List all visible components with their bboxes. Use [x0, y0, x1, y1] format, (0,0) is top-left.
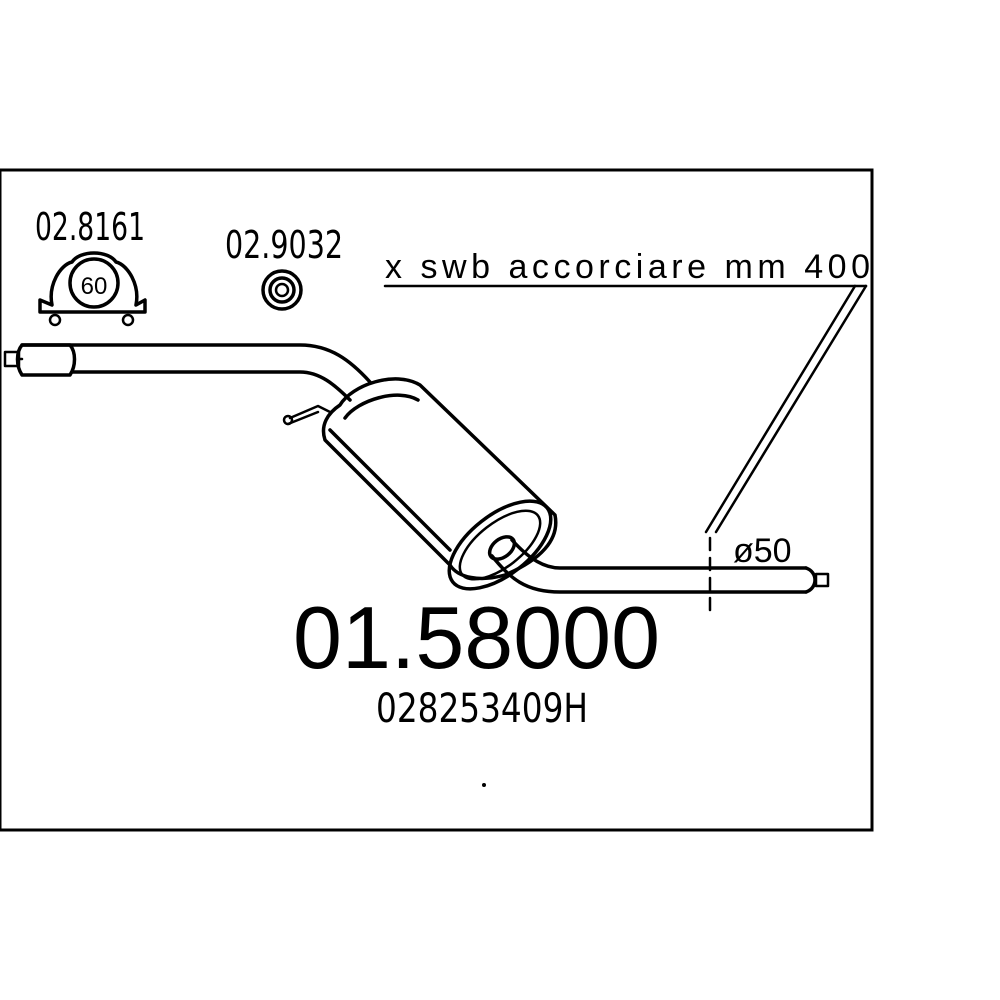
length-annotation: x swb accorciare mm 400: [385, 248, 870, 286]
outlet-pipe: [487, 535, 830, 594]
inlet-pipe: [3, 343, 372, 402]
ring-code: 02.9032: [225, 223, 343, 267]
exhaust-clamp-icon: [38, 251, 147, 327]
diameter-label: ø50: [733, 532, 792, 570]
gasket-ring-icon: [261, 269, 303, 311]
stray-mark: [482, 783, 486, 787]
annotation-leader: [383, 284, 868, 534]
diagram-frame: [0, 168, 874, 832]
product-number: 01.58000: [293, 588, 660, 687]
hanger-rod: [282, 404, 332, 426]
muffler-body: [321, 377, 558, 591]
clamp-size: 60: [81, 273, 108, 300]
oem-number: 028253409H: [376, 686, 588, 732]
clamp-code: 02.8161: [35, 205, 145, 249]
